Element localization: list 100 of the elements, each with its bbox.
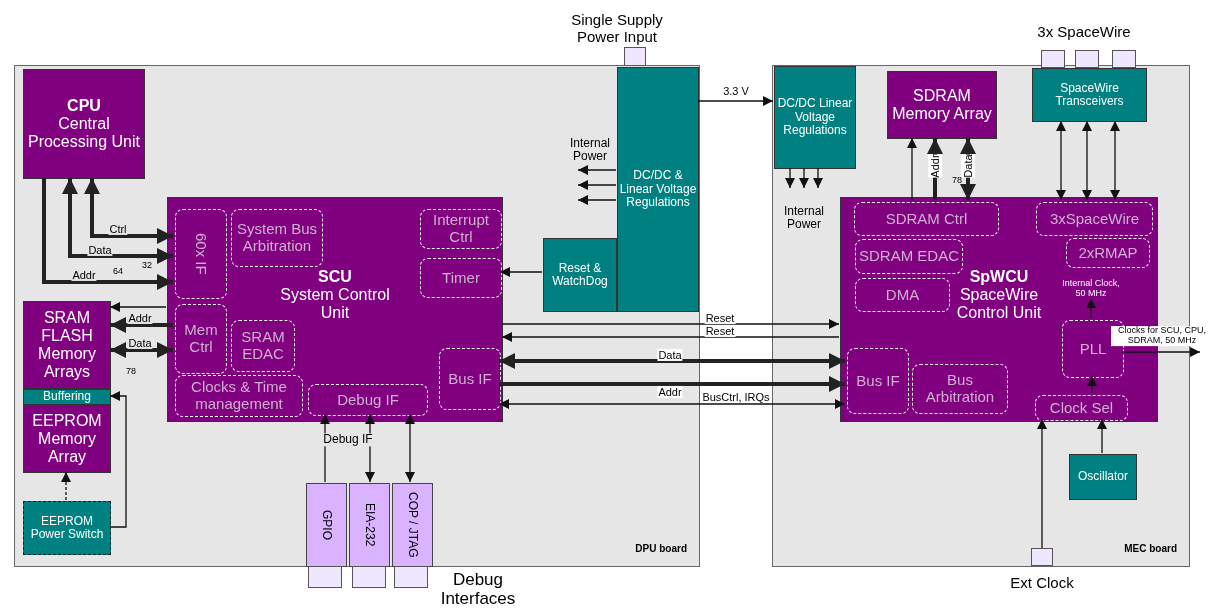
arrow [1056,120,1066,201]
edge-label: Addr [127,311,153,325]
edge-label: 3.3 V [722,84,750,98]
box-label: Buffering [43,390,91,404]
box-label: DC/DC Linear Voltage Regulations [776,97,854,138]
box-label: GPIO [319,510,334,540]
function-block [175,304,227,374]
arrow [1087,375,1097,394]
unit-block [167,197,503,422]
arrow [84,178,173,244]
box-label: SRAM EDAC [240,329,286,363]
bus-width: 78 [125,367,137,377]
box-label: Single Supply Power Input [570,12,664,46]
function-block [1036,202,1153,236]
box-label: EEPROM Memory Array [31,412,103,466]
box-label: Clocks & Time management [190,379,288,413]
box-label: 3xSpaceWire [1049,210,1140,228]
box-label: System Bus Arbitration [236,221,318,255]
arrow [499,353,845,369]
arrow [577,165,617,175]
function-block [854,202,999,236]
box-label: Ext Clock [1010,575,1074,592]
function-block [231,209,323,267]
interface-box [349,483,390,567]
interface-box [392,483,433,567]
unit-title: CPU [67,97,101,116]
module-box [543,238,617,312]
function-block [847,348,909,414]
arrow [110,342,173,358]
arrow [697,96,774,106]
edge-label: Data [127,336,153,350]
arrow [785,167,795,189]
arrow [577,180,617,190]
arrow [405,413,415,483]
component-box [23,69,145,179]
function-block [1035,395,1128,421]
edge-label: Addr [657,385,683,399]
board-panel [14,65,700,567]
box-label: DMA [885,286,920,304]
module-box [617,67,699,312]
connector-port [1075,50,1099,68]
arrow [1121,347,1201,357]
box-label: PLL [1079,340,1107,358]
box-label: SRAM FLASH Memory Arrays [37,309,97,381]
box-label: EEPROM Power Switch [29,514,105,542]
box-label: Bus IF [856,372,900,390]
box-label: Bus IF [448,370,492,388]
edge-label: Reset [704,311,736,325]
edge-label: Data [87,243,113,257]
interface-box [306,483,347,567]
arrow [1082,120,1092,201]
arrow [1110,120,1120,201]
arrow [501,332,840,342]
bus-width: 32 [141,261,153,271]
connector-port [308,566,342,588]
box-label: Bus Arbitration [924,372,996,406]
function-block [439,348,501,410]
arrow [61,471,71,501]
arrow [927,138,943,200]
function-block [855,278,950,312]
box-label: DC/DC & Linear Voltage Regulations [618,169,698,210]
function-block [1066,238,1150,268]
edge-label: Addr [71,268,97,282]
box-label: EIA-232 [362,503,377,547]
box-label: 60x IF [192,233,210,275]
module-box [23,501,111,555]
connector-port [1112,50,1136,68]
box-label: COP / JTAG [405,492,420,558]
arrow [813,167,823,189]
box-label: SDRAM Memory Array [891,87,993,123]
edge-label: Debug IF [322,433,374,447]
function-block [855,239,963,274]
function-block [420,258,502,298]
edge-label: Reset [704,324,736,338]
arrow [109,302,167,312]
module-box [1069,454,1137,500]
arrow [799,167,809,189]
box-label: Reset & WatchDog [551,261,609,289]
box-label: SDRAM EDAC [859,248,959,265]
component-box [887,71,997,139]
arrow [907,137,917,201]
function-block [420,209,502,249]
arrow [499,267,543,277]
box-label: Central Processing Unit [26,115,141,151]
arrow [1097,418,1107,454]
arrow [577,195,617,205]
connector-port [394,566,428,588]
unit-title: SCU [318,268,352,286]
arrow [42,178,173,290]
box-label: Debug IF [337,391,399,409]
arrow [110,317,173,333]
box-label: System Control Unit [279,285,391,322]
box-label: DPU board [635,542,687,554]
module-box [774,66,856,169]
box-label: Mem Ctrl [183,322,219,356]
connector-port [1041,50,1065,68]
edge-label: Ctrl [108,222,128,236]
box-label: SpaceWire Transceivers [1054,81,1125,109]
function-block [308,384,428,416]
module-box [23,389,111,405]
